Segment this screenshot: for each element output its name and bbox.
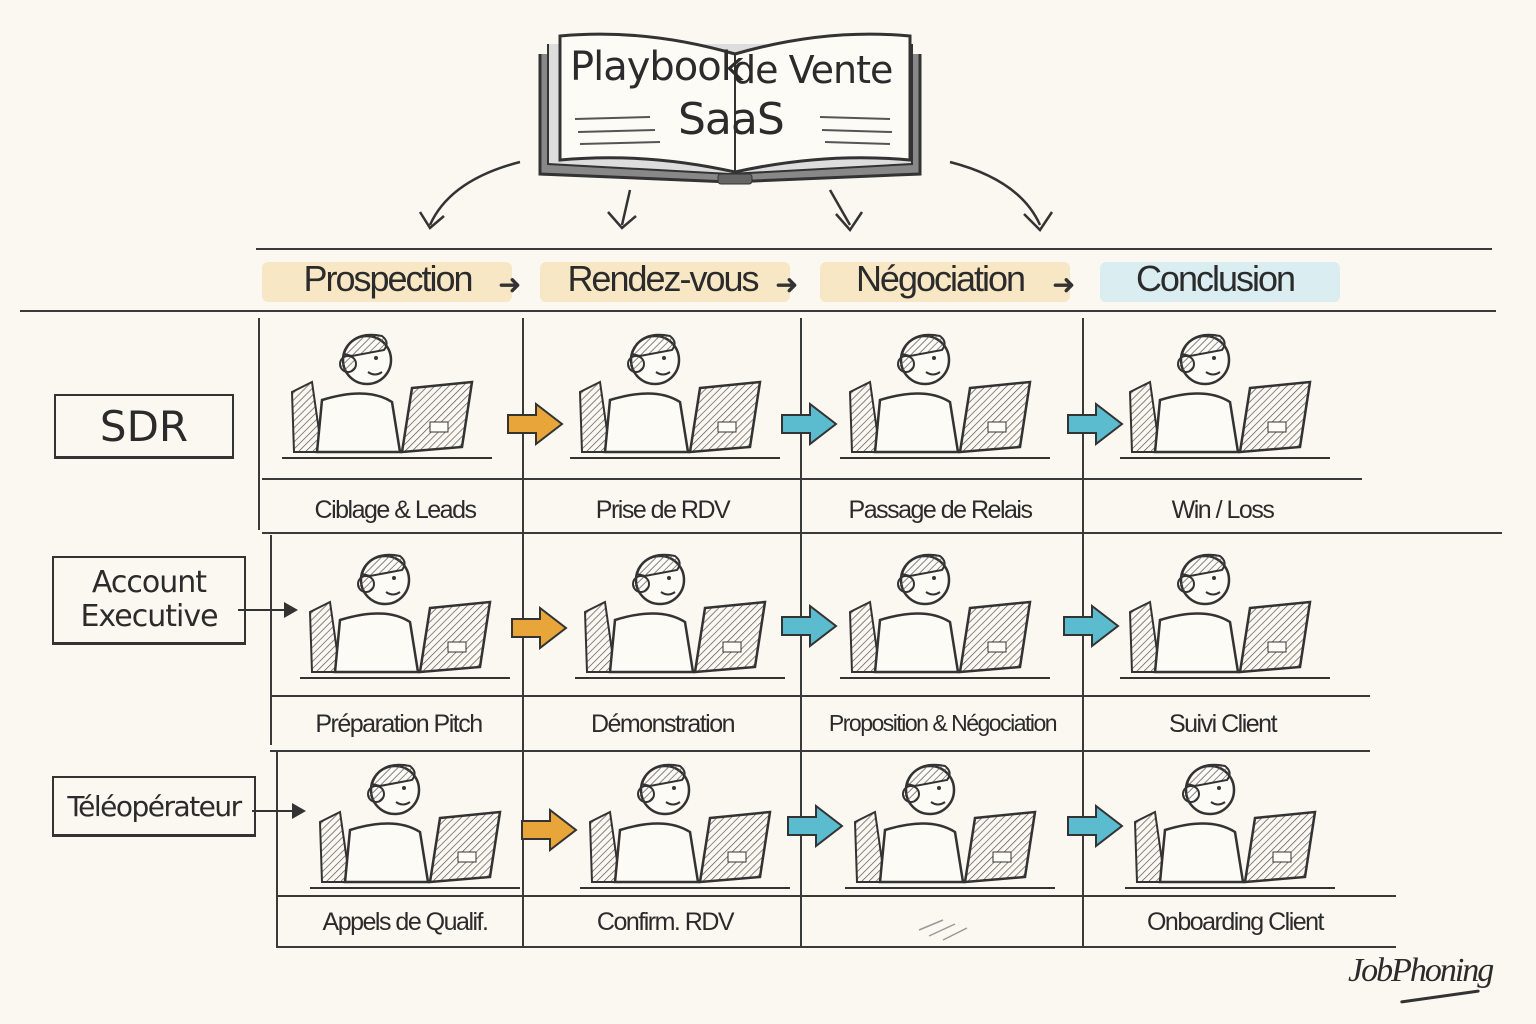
grid-line xyxy=(270,535,272,745)
grid-line xyxy=(270,750,1370,752)
stage-arrow-icon: ➜ xyxy=(498,268,522,301)
brand-underline xyxy=(1400,989,1480,1004)
role-account-executive: Account Executive xyxy=(52,556,246,645)
stage-highlight-negociation xyxy=(820,262,1070,302)
cell-passage-de-relais: Passage de Relais xyxy=(848,496,1033,524)
grid-line xyxy=(262,532,1502,534)
book-title-de-vente: de Vente xyxy=(732,48,893,92)
role-arrow-icon xyxy=(238,602,298,618)
cell-prise-de-rdv: Prise de RDV xyxy=(595,496,731,524)
illustration-sdr-calling xyxy=(280,333,494,460)
cell-confirm-rdv: Confirm. RDV xyxy=(596,908,735,936)
book-branch-arrows xyxy=(418,160,1054,233)
flow-arrow-blue-icon xyxy=(1063,604,1120,648)
illustration-ae-demo xyxy=(573,553,787,680)
cell-win-loss: Win / Loss xyxy=(1171,496,1275,524)
book-title-saas: SaaS xyxy=(678,94,785,145)
grid-line xyxy=(276,895,1396,897)
stage-highlight-prospection xyxy=(262,262,512,302)
grid-line xyxy=(262,478,1362,480)
illustration-tele-onboarding xyxy=(1123,763,1337,890)
stage-arrow-icon: ➜ xyxy=(1052,268,1076,301)
book-title-playbook: Playbook xyxy=(570,44,744,90)
grid-line xyxy=(276,752,278,948)
flow-arrow-blue-icon xyxy=(1067,402,1124,446)
illustration-sdr-handoff xyxy=(838,333,1052,460)
scribble-mark-icon xyxy=(918,919,968,941)
illustration-ae-follow-up xyxy=(1118,553,1332,680)
stage-highlight-rendez-vous xyxy=(540,262,790,302)
stage-negociation: Négociation xyxy=(855,258,1026,299)
cell-proposition-negociation: Proposition & Négociation xyxy=(828,710,1058,736)
header-top-rule xyxy=(256,248,1492,250)
cell-ciblage-leads: Ciblage & Leads xyxy=(314,496,477,524)
open-book-icon xyxy=(538,32,922,185)
flow-arrow-orange-icon xyxy=(521,808,578,852)
grid-line xyxy=(270,695,1370,697)
stage-prospection: Prospection xyxy=(303,258,473,299)
flow-arrow-blue-icon xyxy=(1067,804,1124,848)
role-arrow-icon xyxy=(252,803,306,819)
role-sdr: SDR xyxy=(54,394,234,459)
stage-rendez-vous: Rendez-vous xyxy=(567,258,759,299)
cell-demonstration: Démonstration xyxy=(590,710,736,738)
illustration-sdr-win xyxy=(1118,333,1332,460)
stage-arrow-icon: ➜ xyxy=(775,268,799,301)
illustration-sdr-booking xyxy=(568,333,782,460)
grid-line xyxy=(276,946,1396,948)
illustration-ae-negotiation xyxy=(838,553,1052,680)
illustration-ae-pitch xyxy=(298,553,512,680)
flow-arrow-orange-icon xyxy=(511,606,568,650)
flow-arrow-blue-icon xyxy=(781,604,838,648)
illustration-tele-thinking xyxy=(843,763,1057,890)
grid-line xyxy=(258,318,260,530)
cell-appels-de-qualif: Appels de Qualif. xyxy=(322,908,489,936)
brand-logo: JobPhoning xyxy=(1348,952,1494,989)
stage-conclusion: Conclusion xyxy=(1135,258,1296,299)
illustration-tele-qualif xyxy=(308,763,522,890)
cell-preparation-pitch: Préparation Pitch xyxy=(315,710,483,738)
stage-highlight-conclusion xyxy=(1100,262,1340,302)
flow-arrow-blue-icon xyxy=(781,402,838,446)
illustration-tele-confirm xyxy=(578,763,792,890)
cell-onboarding-client: Onboarding Client xyxy=(1146,908,1325,936)
flow-arrow-orange-icon xyxy=(507,402,564,446)
playbook-book-illustration: Playbook de Vente SaaS xyxy=(530,14,940,186)
role-teleoperateur: Téléopérateur xyxy=(52,776,256,837)
flow-arrow-blue-icon xyxy=(787,804,844,848)
header-bottom-rule xyxy=(20,310,1496,312)
cell-suivi-client: Suivi Client xyxy=(1168,710,1278,738)
